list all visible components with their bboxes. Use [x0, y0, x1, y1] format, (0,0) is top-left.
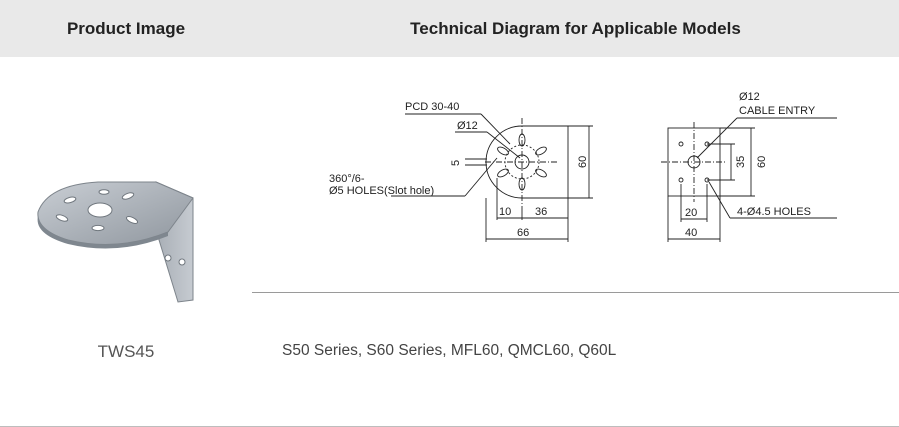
technical-diagram: PCD 30-40 Ø12 5 360°/6- Ø5 HOLES(Slot ho… — [329, 91, 837, 242]
dim-40: 40 — [685, 227, 697, 239]
mount-holes-label: 4-Ø4.5 HOLES — [737, 206, 811, 218]
dim-5: 5 — [450, 160, 462, 166]
column-header-technical-diagram: Technical Diagram for Applicable Models — [410, 19, 741, 38]
holes-label-line1: 360°/6- — [329, 173, 365, 185]
dim-60-left: 60 — [577, 156, 589, 168]
table-header: Product Image Technical Diagram for Appl… — [0, 0, 899, 57]
bracket-product-image — [37, 181, 194, 303]
dim-dia12-left: Ø12 — [457, 120, 478, 132]
dim-dia12-right: Ø12 — [739, 91, 760, 103]
cable-entry-label: CABLE ENTRY — [739, 105, 816, 117]
dim-60-right: 60 — [756, 156, 768, 168]
applicable-models: S50 Series, S60 Series, MFL60, QMCL60, Q… — [282, 342, 617, 359]
dim-pcd: PCD 30-40 — [405, 101, 459, 113]
column-header-product-image: Product Image — [66, 19, 186, 38]
row-divider — [252, 292, 899, 293]
holes-label-line2: Ø5 HOLES(Slot hole) — [329, 185, 434, 197]
dim-10: 10 — [499, 206, 511, 218]
model-name: TWS45 — [97, 342, 155, 361]
dim-35: 35 — [735, 156, 747, 168]
dim-66: 66 — [517, 227, 529, 239]
dim-20: 20 — [685, 207, 697, 219]
dim-36: 36 — [535, 206, 547, 218]
